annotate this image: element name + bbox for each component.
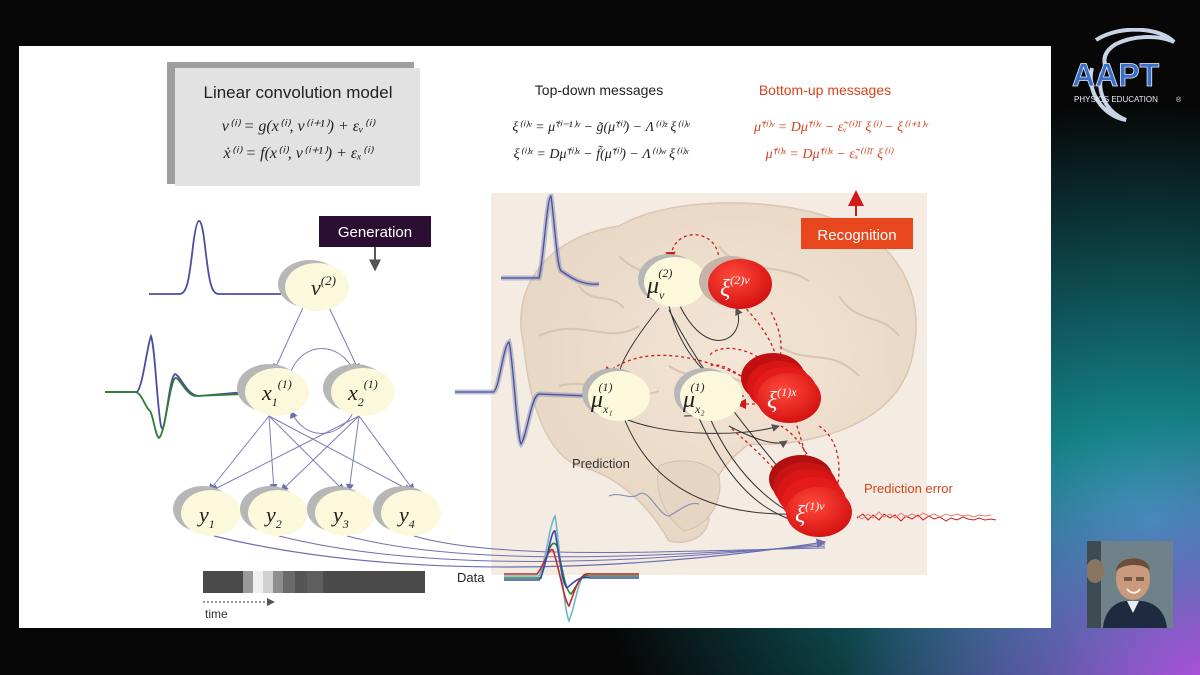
- hidden-state-waveform-1: [105, 333, 246, 430]
- svg-text:μx₂(1): μx₂(1): [682, 380, 705, 416]
- time-label: time: [205, 607, 228, 621]
- svg-text:ξ(1)x: ξ(1)x: [767, 385, 797, 414]
- svg-text:x1(1): x1(1): [261, 377, 292, 409]
- node-xi-2v: ξ(2)v: [699, 256, 772, 309]
- data-label: Data: [457, 570, 485, 585]
- node-x1: x1(1): [237, 364, 309, 416]
- lecture-slide: Linear convolution model v⁽ⁱ⁾ = g(x⁽ⁱ⁾, …: [19, 46, 1051, 628]
- svg-text:y4: y4: [397, 502, 415, 531]
- generation-badge: Generation: [319, 216, 431, 272]
- node-y2: y2: [240, 486, 308, 536]
- recognition-label: Recognition: [817, 227, 896, 244]
- bottom-up-equation-2: μ̃̇⁽ⁱ⁾ˣ = Dμ̃⁽ⁱ⁾ˣ − ε̃ₓ⁽ⁱ⁾ᵀ ξ⁽ⁱ⁾: [765, 147, 894, 162]
- logo-registered: ®: [1176, 96, 1182, 104]
- svg-text:y2: y2: [264, 502, 282, 531]
- node-mu-v2: μv(2): [638, 254, 706, 307]
- prediction-label: Prediction: [572, 456, 630, 471]
- top-down-equation-2: ξ⁽ⁱ⁾ˣ = Dμ̃⁽ⁱ⁾ˣ − f̃(μ̃⁽ⁱ⁾) − Λ⁽ⁱ⁾ʷ ξ⁽ⁱ⁾…: [514, 145, 690, 162]
- generation-connections: [208, 300, 827, 568]
- bottom-up-title: Bottom-up messages: [759, 82, 891, 98]
- bottom-up-equation-1: μ̃̇⁽ⁱ⁾ᵛ = Dμ̃⁽ⁱ⁾ᵛ − ε̃ᵥ⁽ⁱ⁾ᵀ ξ⁽ⁱ⁾ − ξ⁽ⁱ⁺¹…: [753, 120, 929, 135]
- prediction-waveforms: [455, 193, 700, 517]
- svg-text:x2(1): x2(1): [347, 377, 378, 409]
- node-y1: y1: [173, 486, 241, 536]
- aapt-logo: AAPT PHYSICS EDUCATION ®: [1072, 28, 1182, 122]
- node-xi-1v: ξ(1)v: [769, 455, 852, 537]
- hidden-state-waveform-2: [105, 377, 246, 440]
- svg-text:y3: y3: [331, 502, 349, 531]
- prediction-error-noise: [856, 511, 997, 522]
- svg-text:y1: y1: [197, 502, 215, 531]
- logo-text: AAPT: [1072, 57, 1160, 93]
- svg-text:μv(2): μv(2): [646, 266, 672, 302]
- model-title: Linear convolution model: [203, 83, 392, 102]
- node-y3: y3: [307, 486, 375, 536]
- cause-waveform: [149, 220, 281, 295]
- top-down-equation-1: ξ⁽ⁱ⁾ᵛ = μ̃⁽ⁱ⁻¹⁾ᵛ − g̃(μ̃⁽ⁱ⁾) − Λ⁽ⁱ⁾ᶻ ξ⁽ⁱ…: [512, 120, 690, 135]
- node-mu-x2: μx₂(1): [674, 368, 742, 421]
- svg-text:v(2): v(2): [311, 273, 336, 300]
- model-box: Linear convolution model v⁽ⁱ⁾ = g(x⁽ⁱ⁾, …: [167, 62, 420, 186]
- svg-text:μx₁(1): μx₁(1): [590, 380, 613, 416]
- data-waveforms: [504, 513, 639, 624]
- time-strip: time: [203, 571, 425, 621]
- node-y4: y4: [373, 486, 441, 536]
- svg-text:ξ(2)v: ξ(2)v: [720, 273, 750, 302]
- node-x2: x2(1): [323, 364, 395, 416]
- node-xi-1x: ξ(1)x: [741, 353, 821, 423]
- top-down-title: Top-down messages: [535, 82, 663, 98]
- prediction-error-label: Prediction error: [864, 481, 954, 496]
- node-v2: v(2): [278, 260, 349, 311]
- model-equation-1: v⁽ⁱ⁾ = g(x⁽ⁱ⁾, v⁽ⁱ⁺¹⁾) + εᵥ⁽ⁱ⁾: [222, 118, 377, 135]
- svg-text:ξ(1)v: ξ(1)v: [795, 499, 825, 528]
- node-mu-x1: μx₁(1): [582, 368, 650, 421]
- model-equation-2: ẋ⁽ⁱ⁾ = f(x⁽ⁱ⁾, v⁽ⁱ⁺¹⁾) + εₓ⁽ⁱ⁾: [223, 145, 375, 162]
- generation-label: Generation: [338, 224, 412, 241]
- logo-subtext: PHYSICS EDUCATION: [1074, 95, 1158, 104]
- speaker-video: [1087, 541, 1173, 628]
- recognition-badge: Recognition: [801, 190, 913, 249]
